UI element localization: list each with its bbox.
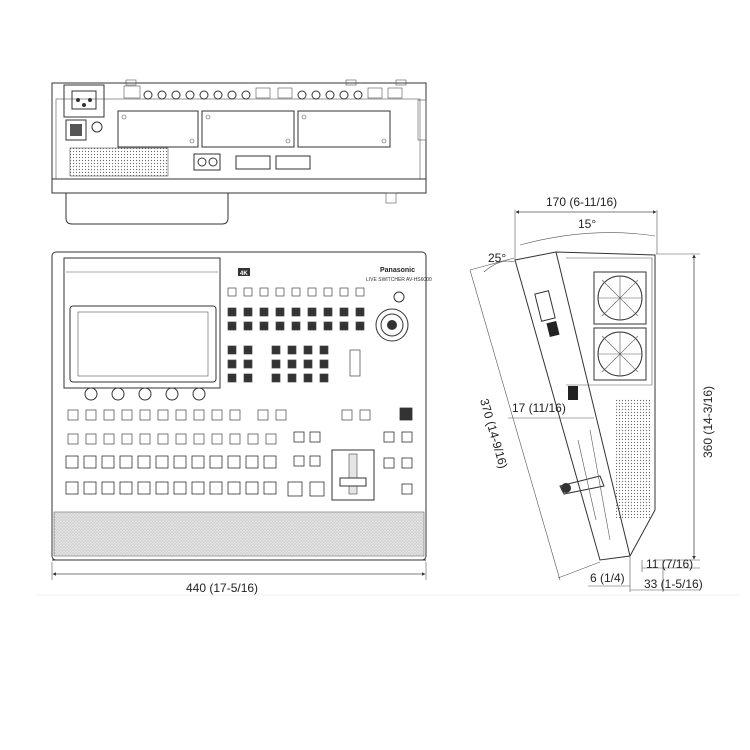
fan-icon-2 xyxy=(593,327,647,381)
angle-top-label: 15° xyxy=(578,217,596,231)
bnc-connector-row xyxy=(123,85,403,100)
foot-depth-label: 33 (1-5/16) xyxy=(644,577,703,591)
model-label: LIVE SWITCHER AV-HS6000 xyxy=(366,277,432,283)
side-view: 170 (6-11/16) 15° 25° 370 (14-9/16) 17 (… xyxy=(469,195,715,592)
bus-buttons xyxy=(65,407,413,497)
width-dimension: 440 (17-5/16) xyxy=(51,562,427,595)
foot-height-label: 6 (1/4) xyxy=(590,571,625,585)
width-label: 440 (17-5/16) xyxy=(186,581,258,595)
height-label: 360 (14-3/16) xyxy=(701,386,715,458)
slope-label: 370 (14-9/16) xyxy=(477,397,510,470)
palm-rest xyxy=(53,511,425,557)
joystick xyxy=(375,291,409,342)
upper-button-grid xyxy=(227,287,365,383)
panel-offset-label: 11 (7/16) xyxy=(646,557,693,571)
monitor-knobs xyxy=(84,387,206,401)
front-panel-view: 4K Panasonic LIVE SWITCHER AV-HS6000 xyxy=(51,251,432,561)
rear-view xyxy=(51,79,427,225)
angle-side-label: 25° xyxy=(488,251,506,265)
crosspoint-buttons xyxy=(67,409,371,445)
depth-label: 170 (6-11/16) xyxy=(546,195,617,209)
brand-logo: Panasonic xyxy=(380,267,415,274)
front-offset-label: 17 (11/16) xyxy=(512,401,566,415)
t-bar-fader xyxy=(331,449,375,501)
fan-icon xyxy=(593,271,647,325)
badge-4k: 4K xyxy=(240,271,248,277)
